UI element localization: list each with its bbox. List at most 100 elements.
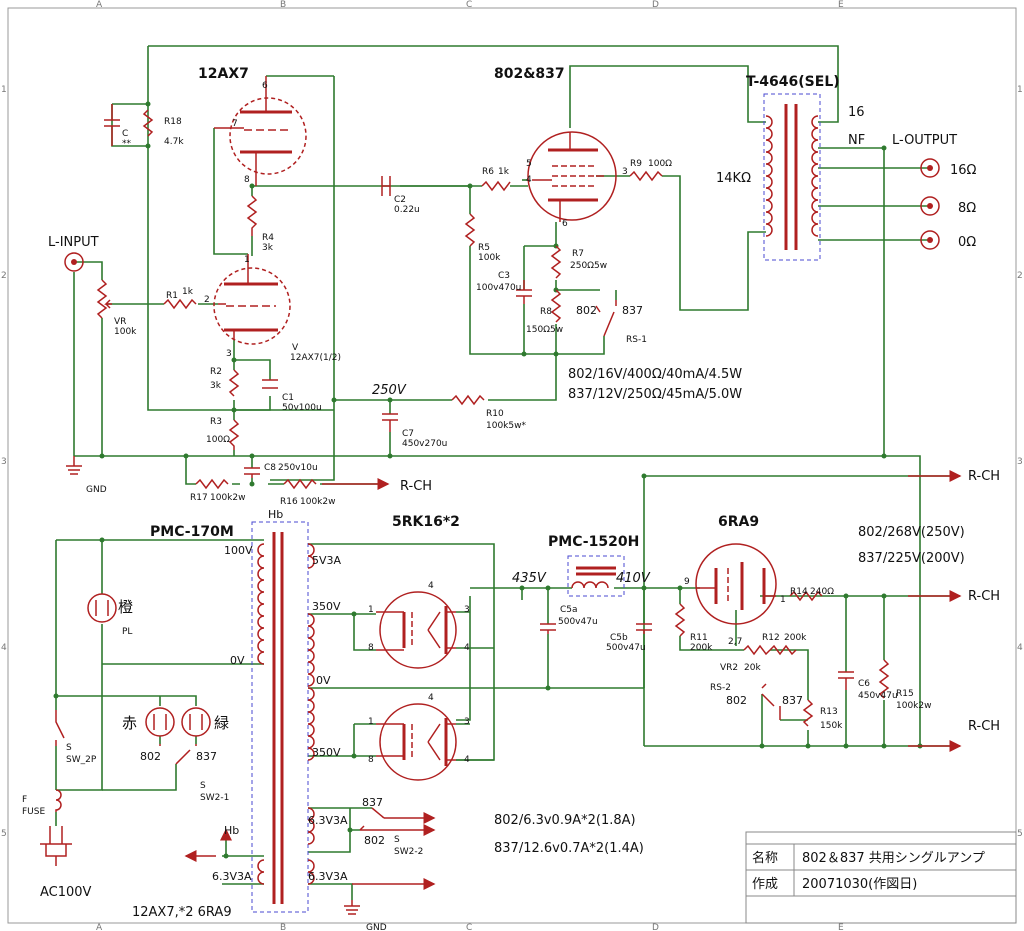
label-r4: R4 — [262, 233, 274, 243]
value-c8: 250v10u — [278, 463, 318, 473]
value-r15: 100k2w — [896, 701, 931, 711]
choke-pmc1520h — [567, 555, 625, 597]
grid-col-a-bottom: A — [96, 923, 103, 931]
grid-col-e: E — [838, 0, 844, 10]
grid-col-c-bottom: C — [466, 923, 472, 931]
pin-5: 5 — [526, 159, 532, 169]
note-837-operating: 837/12V/250Ω/45mA/5.0W — [568, 387, 742, 402]
label-hb: Hb — [268, 508, 283, 521]
label-orange: 橙 — [118, 598, 133, 616]
label-gnd-1: GND — [86, 485, 107, 495]
pin-1-rect2: 1 — [368, 717, 374, 727]
label-r5: R5 — [478, 243, 490, 253]
grid-col-c: C — [466, 0, 472, 10]
ground-symbols — [66, 456, 360, 915]
label-v-sub: 12AX7(1/2) — [290, 353, 341, 363]
value-r9: 100Ω — [648, 159, 672, 169]
grid-row-5: 5 — [1, 829, 7, 839]
grid-col-d-bottom: D — [652, 923, 659, 931]
grid-row-2-right: 2 — [1017, 271, 1023, 281]
grid-row-1: 1 — [1, 85, 7, 95]
grid-row-1-right: 1 — [1017, 85, 1023, 95]
pin-4: 4 — [526, 175, 532, 185]
fuse-and-plug — [40, 789, 72, 866]
label-sw21-802: 802 — [140, 750, 161, 763]
label-rch-1: R-CH — [400, 479, 432, 494]
pin-1: 1 — [244, 255, 250, 265]
winding-0v: 0V — [230, 654, 245, 667]
label-16ohm: 16Ω — [950, 163, 977, 178]
label-vr: VR — [114, 317, 126, 327]
label-rs1-802: 802 — [576, 304, 597, 317]
value-r18: 4.7k — [164, 137, 184, 147]
pin-3-rect1: 3 — [464, 605, 470, 615]
label-r3: R3 — [210, 417, 222, 427]
label-c5b: C5b — [610, 633, 628, 643]
pin-8-rect1: 8 — [368, 643, 374, 653]
grid-col-d: D — [652, 0, 659, 10]
value-fuse: FUSE — [22, 807, 45, 817]
label-c7: C7 — [402, 429, 414, 439]
label-r15: R15 — [896, 689, 914, 699]
title-block: 名称 802＆837 共用シングルアンプ 作成 20071030(作図日) — [745, 831, 1017, 924]
value-r8: 150Ω5w — [526, 325, 563, 335]
label-ac100v: AC100V — [40, 885, 92, 900]
label-r2: R2 — [210, 367, 222, 377]
pin-8: 8 — [244, 175, 250, 185]
tube-12ax7-lower — [213, 254, 291, 345]
arrows — [184, 470, 962, 890]
label-r13: R13 — [820, 707, 838, 717]
value-r3: 100Ω — [206, 435, 230, 445]
pin-6-pentode: 6 — [562, 219, 568, 229]
winding-6v3-b: 6.3V3A — [212, 870, 252, 883]
pin-4b-rect1: 4 — [464, 643, 470, 653]
value-c2: 0.22u — [394, 205, 420, 215]
switches — [55, 300, 781, 831]
winding-0v-b: 0V — [316, 674, 331, 687]
pin-6: 6 — [262, 81, 268, 91]
value-r11: 200k — [690, 643, 713, 653]
value-r6: 1k — [498, 167, 510, 177]
label-rch-4: R-CH — [968, 719, 1000, 734]
grid-row-4-right: 4 — [1017, 643, 1023, 653]
pin-4b-rect2: 4 — [464, 755, 470, 765]
label-vr2: VR2 — [720, 663, 738, 673]
value-c: ** — [122, 139, 132, 149]
note-837-heater: 837/12.6v0.7A*2(1.4A) — [494, 841, 644, 856]
value-r14: 240Ω — [810, 587, 834, 597]
label-rs1: RS-1 — [626, 335, 647, 345]
value-r1: 1k — [182, 287, 194, 297]
value-r17: 100k2w — [210, 493, 245, 503]
pilot-lamps — [87, 593, 211, 737]
label-c2: C2 — [394, 195, 406, 205]
label-0ohm: 0Ω — [958, 235, 976, 250]
grid-row-2: 2 — [1, 271, 7, 281]
value-c3: 100v470u — [476, 283, 521, 293]
value-r12: 200k — [784, 633, 807, 643]
value-r4: 3k — [262, 243, 274, 253]
label-sw2p: S — [66, 743, 72, 753]
winding-6v3-a: 6.3V3A — [308, 814, 348, 827]
label-14k: 14KΩ — [716, 171, 751, 186]
label-r1: R1 — [166, 291, 178, 301]
label-c1: C1 — [282, 393, 294, 403]
label-sw21: S — [200, 781, 206, 791]
tube-802-837 — [527, 131, 617, 222]
label-v: V — [292, 343, 299, 353]
label-rs2-837: 837 — [782, 694, 803, 707]
title-name-label: 名称 — [752, 850, 778, 866]
label-c6: C6 — [858, 679, 870, 689]
tube-6ra9 — [695, 543, 777, 625]
voltage-410v: 410V — [616, 571, 651, 586]
jacks — [64, 158, 940, 272]
power-transformer — [251, 521, 315, 913]
label-hb-heater: Hb — [224, 824, 239, 837]
note-802-heater: 802/6.3v0.9A*2(1.8A) — [494, 813, 636, 828]
value-c6: 450v47u — [858, 691, 898, 701]
note-802-b-plus: 802/268V(250V) — [858, 525, 965, 540]
title-made-label: 作成 — [752, 877, 778, 892]
value-sw22: SW2-2 — [394, 847, 423, 857]
grid-row-4: 4 — [1, 643, 7, 653]
label-c8: C8 — [264, 463, 276, 473]
